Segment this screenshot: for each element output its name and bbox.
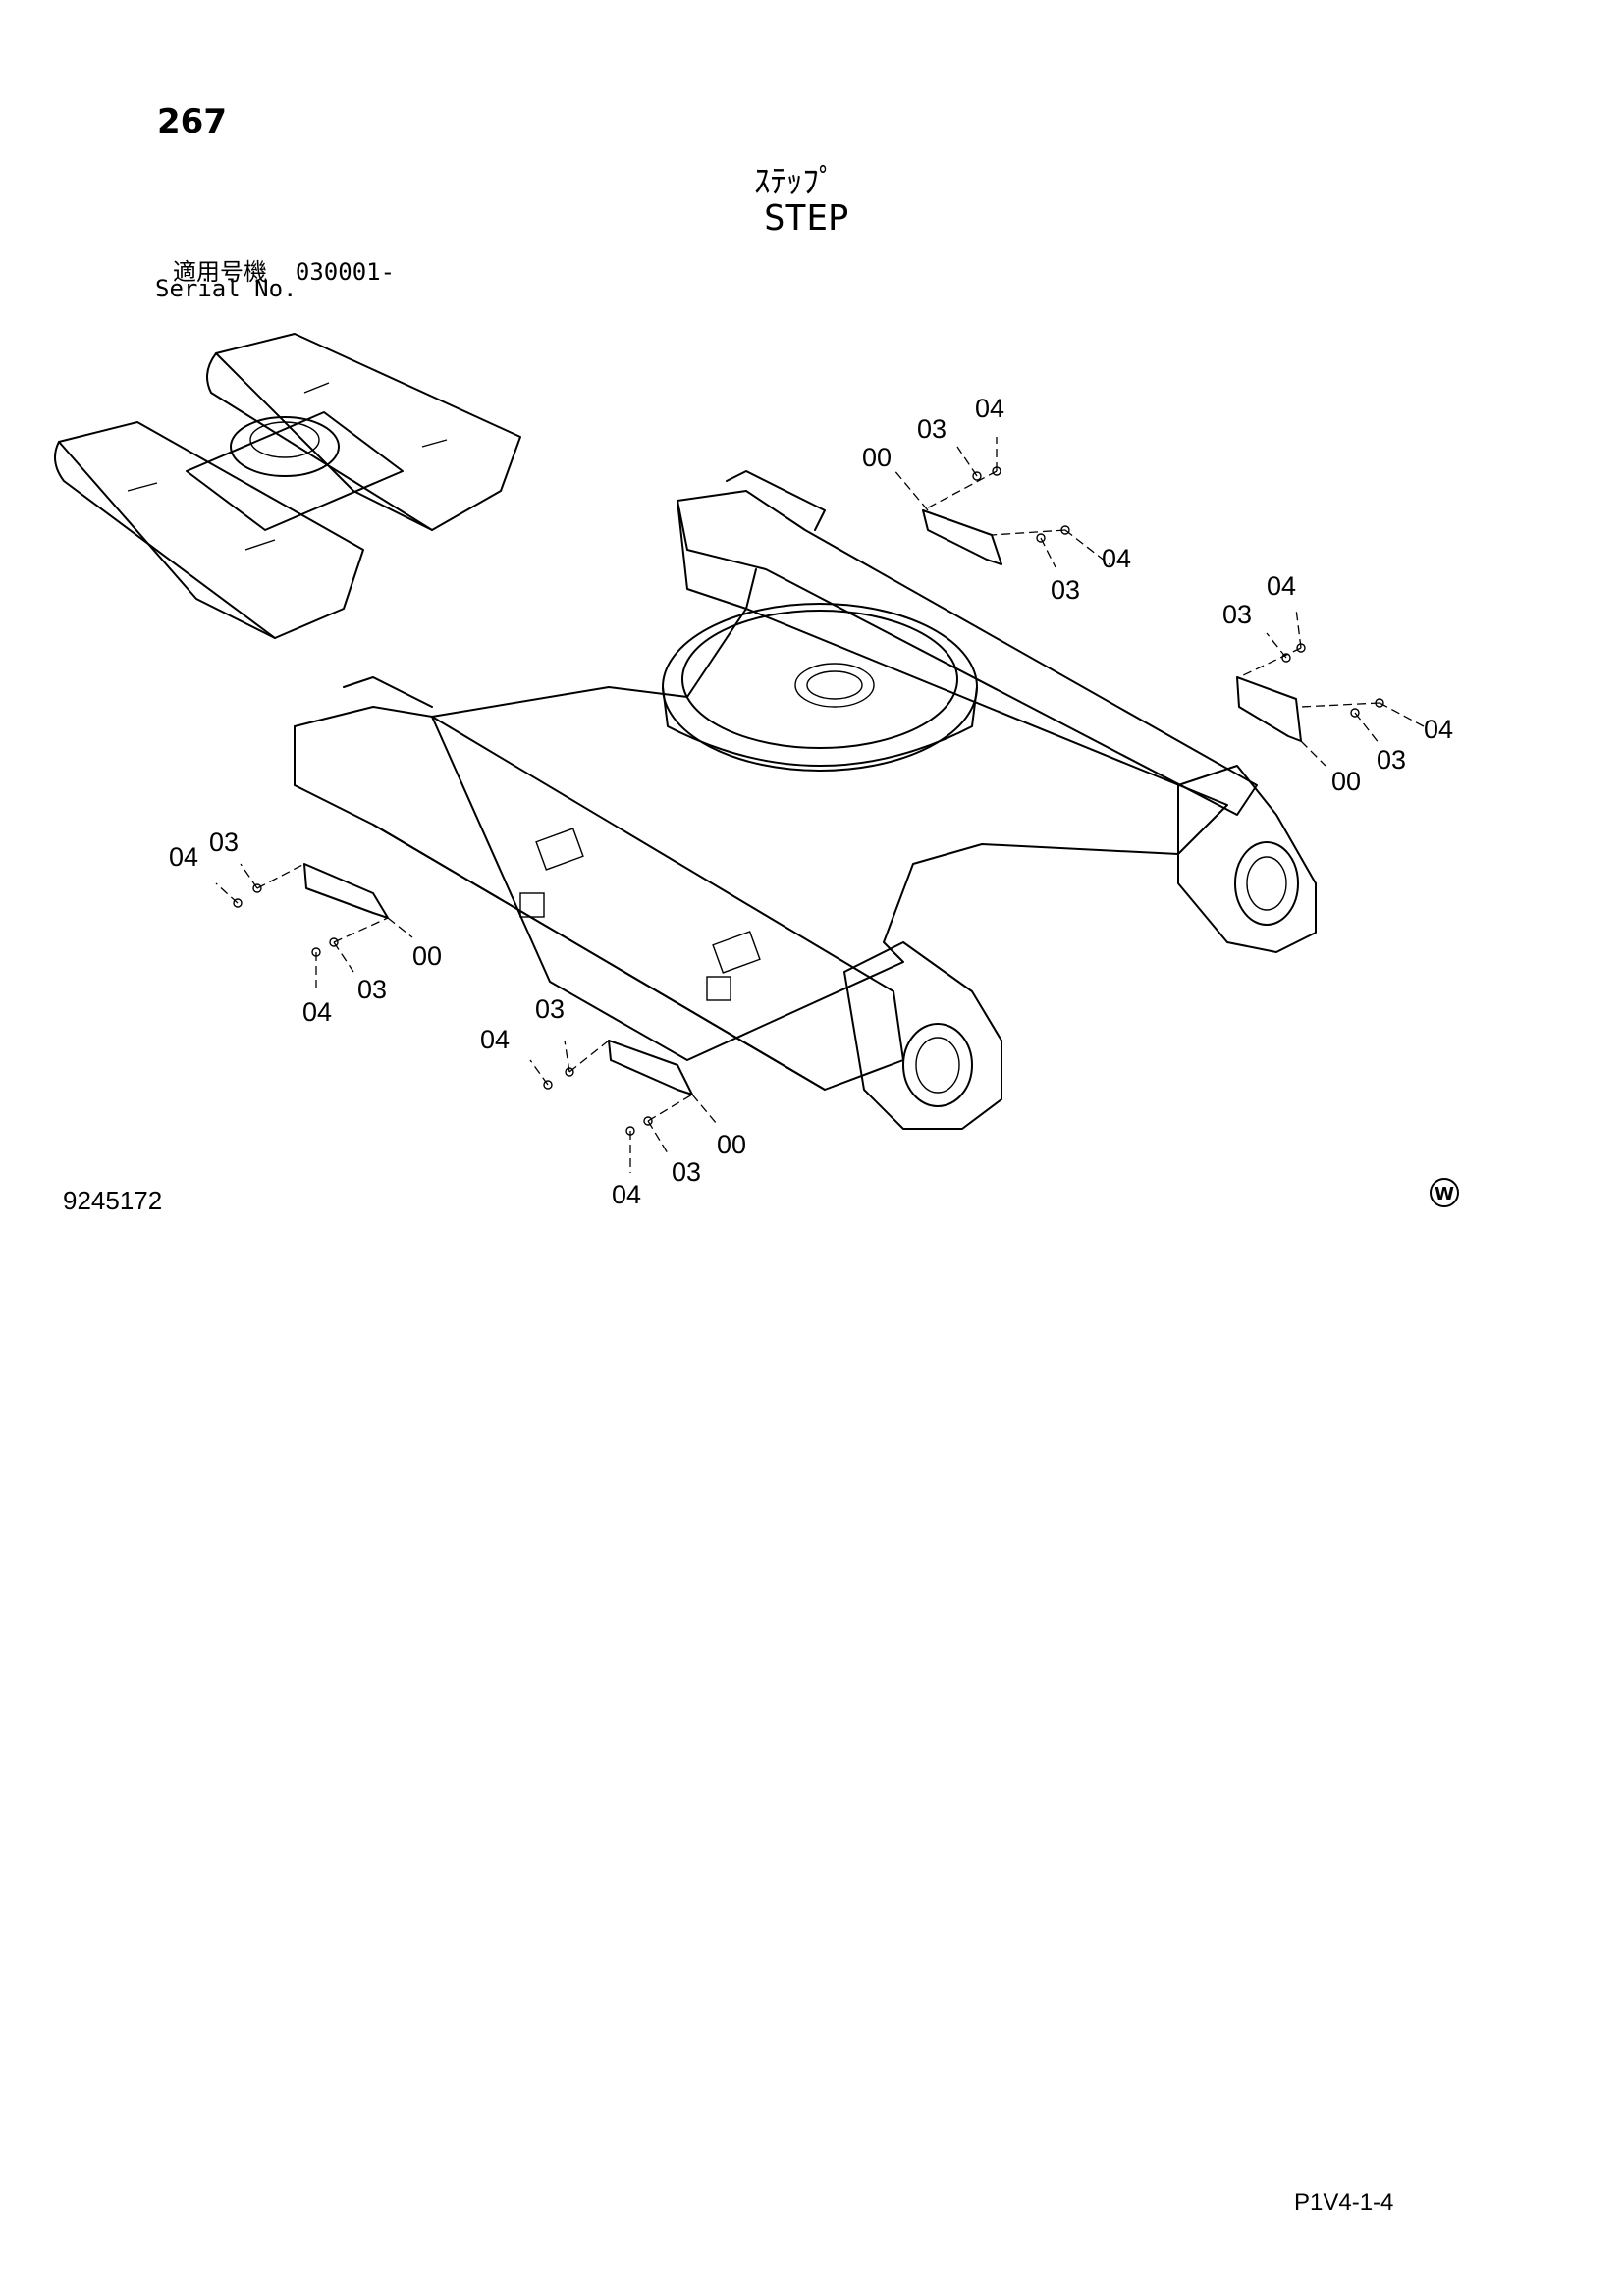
step-parts <box>303 509 1302 1095</box>
callout-a3: 00 <box>862 443 892 472</box>
serial-label-japanese: 適用号機 030001- <box>173 252 395 287</box>
lower-frame <box>294 470 1317 1130</box>
callout-c5: 04 <box>302 997 332 1027</box>
callout-d5: 04 <box>612 1180 641 1209</box>
callout-b3: 04 <box>1424 715 1453 744</box>
page-reference: P1V4-1-4 <box>1294 2189 1394 2216</box>
callout-d4: 03 <box>672 1157 701 1187</box>
callout-labels: 04 03 00 04 03 04 03 04 03 00 04 03 00 0… <box>169 394 1453 1209</box>
serial-value: 030001- <box>295 258 396 286</box>
title-japanese: ｽﾃｯﾌﾟ <box>754 162 836 200</box>
callout-c2: 03 <box>209 828 239 857</box>
title-english: STEP <box>764 198 849 239</box>
callout-b4: 03 <box>1377 745 1406 774</box>
serial-label-english: Serial No. <box>155 275 298 302</box>
callout-a5: 03 <box>1051 575 1080 605</box>
callout-d3: 00 <box>717 1130 746 1159</box>
callout-d2: 03 <box>535 994 565 1024</box>
callout-b2: 03 <box>1222 600 1252 629</box>
callout-c3: 00 <box>412 941 442 971</box>
serial-label-jp-text: 適用号機 <box>173 258 267 286</box>
callout-a4: 04 <box>1102 544 1131 573</box>
callout-a2: 03 <box>917 414 947 444</box>
leader-lines <box>215 437 1425 1173</box>
callout-d1: 04 <box>480 1025 510 1054</box>
callout-c4: 03 <box>357 975 387 1004</box>
drawing-number: 9245172 <box>63 1186 163 1215</box>
undercarriage-thumbnail <box>54 333 521 639</box>
callout-c1: 04 <box>169 842 198 872</box>
w-circle-mark: W <box>1430 1178 1459 1207</box>
callout-b5: 00 <box>1331 767 1361 796</box>
callout-a1: 04 <box>975 394 1004 423</box>
callout-b1: 04 <box>1267 571 1296 601</box>
page-number: 267 <box>157 102 227 141</box>
